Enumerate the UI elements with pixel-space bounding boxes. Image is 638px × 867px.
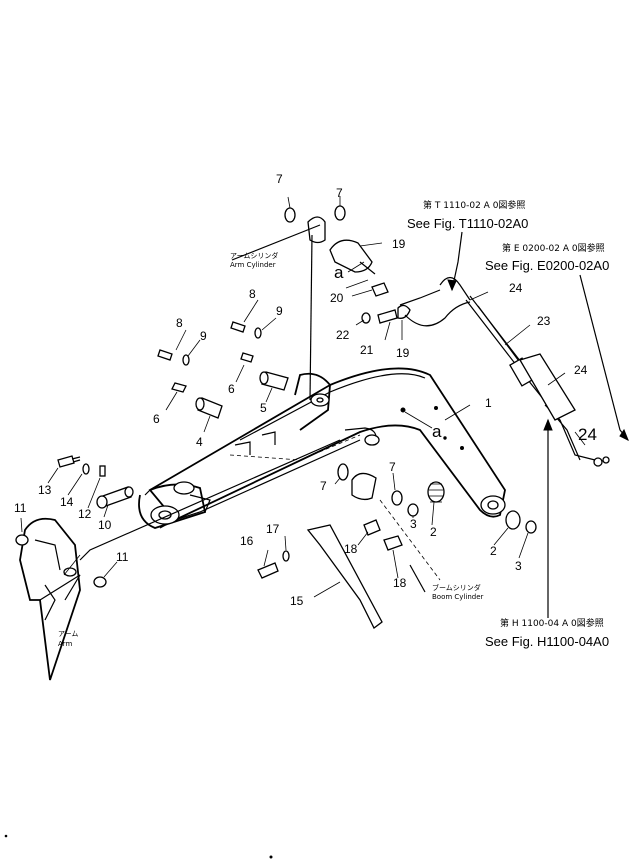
callout-9-right: 9 — [276, 304, 283, 318]
ref-h1100-en: See Fig. H1100-04A0 — [485, 634, 609, 649]
callout-19-lower: 19 — [396, 346, 410, 360]
clamp-plate-24 — [519, 353, 576, 421]
callout-24-big: 24 — [578, 425, 597, 444]
callout-labels: 7 7 19 a 20 22 21 19 24 23 24 24 1 a 8 8… — [14, 172, 597, 608]
fitting-20 — [371, 282, 389, 297]
callout-15: 15 — [290, 594, 304, 608]
callout-3-right: 3 — [515, 559, 522, 573]
callout-18-lower: 18 — [393, 576, 407, 590]
note-boom-cylinder-en: Boom Cylinder — [432, 593, 484, 601]
bushing-2-right — [505, 510, 521, 530]
leader-lines — [20, 196, 629, 618]
washer-9-right — [254, 327, 262, 339]
callout-7-mid-right: 7 — [389, 460, 396, 474]
callout-21: 21 — [360, 343, 374, 357]
callout-8-right: 8 — [249, 287, 256, 301]
callout-6-right: 6 — [228, 382, 235, 396]
washer-7-top-left — [284, 207, 296, 223]
bolt-8-left — [157, 349, 173, 361]
callout-4: 4 — [196, 435, 203, 449]
collar-18-upper — [363, 519, 381, 536]
component-notes: アームシリンダ Arm Cylinder ブームシリンダ Boom Cylind… — [58, 251, 484, 648]
washer-3-right — [525, 520, 537, 534]
callout-6-left: 6 — [153, 412, 160, 426]
pin-10 — [96, 486, 134, 509]
callout-8-left: 8 — [176, 316, 183, 330]
callout-14: 14 — [60, 495, 74, 509]
ref-e0200-jp: 第 E 0200-02 A 0図参照 — [502, 242, 605, 254]
clamp-19 — [397, 304, 411, 319]
callout-a-upper: a — [334, 263, 344, 282]
callout-1: 1 — [485, 396, 492, 410]
callout-7-mid-left: 7 — [320, 479, 327, 493]
bushing-mid — [351, 472, 377, 501]
callout-24-mid: 24 — [574, 363, 588, 377]
note-arm-cylinder-jp: アームシリンダ — [230, 251, 278, 260]
callout-16: 16 — [240, 534, 254, 548]
callout-12: 12 — [78, 507, 92, 521]
callout-2-right: 2 — [490, 544, 497, 558]
bolt-13 — [57, 455, 81, 468]
washer-11-left — [15, 534, 29, 546]
note-arm-en: Arm — [58, 640, 73, 648]
collar-18-lower — [383, 535, 403, 551]
ref-t1110-jp: 第 T 1110-02 A 0図参照 — [423, 199, 525, 211]
bolt-21 — [377, 309, 398, 324]
washer-17 — [282, 550, 290, 562]
ref-e0200-en: See Fig. E0200-02A0 — [485, 258, 609, 273]
note-boom-cylinder-jp: ブームシリンダ — [432, 583, 481, 592]
callout-11-right: 11 — [116, 550, 129, 564]
bushing-2-left — [427, 481, 445, 503]
ref-t1110-en: See Fig. T1110-02A0 — [407, 216, 528, 231]
callout-17: 17 — [266, 522, 280, 536]
callout-7-top-right: 7 — [336, 186, 343, 200]
boom-cylinder-guide — [379, 499, 441, 581]
bolt-6-right — [240, 352, 254, 363]
callout-5: 5 — [260, 401, 267, 415]
pin-4 — [195, 397, 223, 419]
callout-9-left: 9 — [200, 329, 207, 343]
figure-references: 第 T 1110-02 A 0図参照 See Fig. T1110-02A0 第… — [407, 199, 609, 649]
callout-2-left: 2 — [430, 525, 437, 539]
callout-24-top: 24 — [509, 281, 523, 295]
callout-11-left: 11 — [14, 501, 27, 515]
scan-dot-bottom — [269, 855, 273, 859]
ref-h1100-jp: 第 H 1100-04 A 0図参照 — [500, 617, 604, 629]
plate-12 — [99, 465, 106, 477]
callout-a-lower: a — [432, 422, 442, 441]
callout-10: 10 — [98, 518, 112, 532]
note-arm-cylinder-en: Arm Cylinder — [230, 261, 276, 269]
callout-20: 20 — [330, 291, 344, 305]
washer-14 — [82, 463, 90, 475]
callout-19-top: 19 — [392, 237, 406, 251]
washer-7-mid-left — [337, 463, 349, 481]
callout-3-left: 3 — [410, 517, 417, 531]
callout-23: 23 — [537, 314, 551, 328]
scan-dot-left — [4, 834, 8, 838]
note-arm-jp: アーム — [58, 630, 78, 638]
pin-5 — [259, 371, 289, 391]
washer-7-mid-right — [391, 490, 403, 506]
boom-body — [138, 367, 506, 529]
arm-cylinder-pin — [307, 216, 326, 244]
washer-3-left — [407, 503, 419, 517]
cover-15 — [306, 524, 383, 629]
bolt-16 — [257, 562, 279, 579]
callout-13: 13 — [38, 483, 52, 497]
bolt-8-right — [230, 321, 246, 333]
washer-11-right — [93, 576, 107, 588]
callout-18-upper: 18 — [344, 542, 358, 556]
washer-22 — [361, 312, 371, 324]
callout-22: 22 — [336, 328, 350, 342]
washer-9-left — [182, 354, 190, 366]
bolt-6-left — [171, 382, 187, 393]
arm-body — [19, 517, 81, 681]
callout-7-top-left: 7 — [276, 172, 283, 186]
hose-block-19 — [329, 239, 376, 275]
washer-7-top-right — [334, 205, 346, 221]
